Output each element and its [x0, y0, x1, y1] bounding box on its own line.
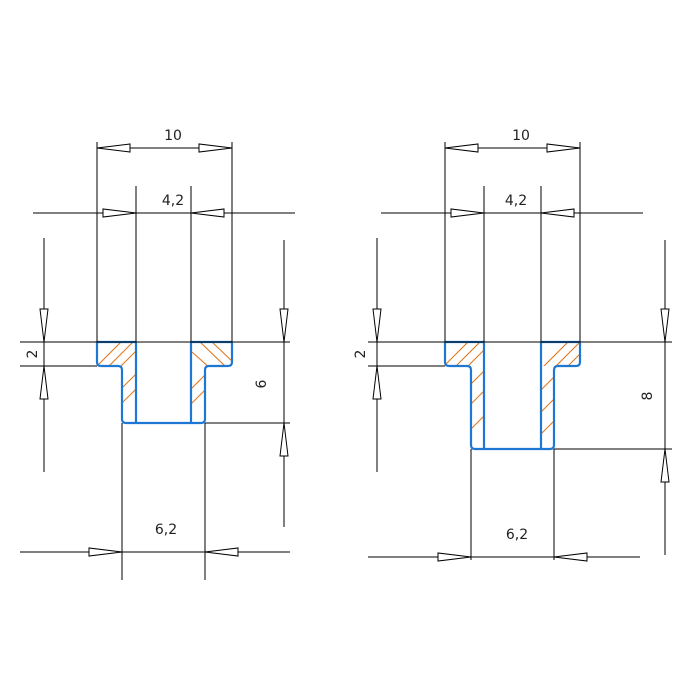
right-hatching — [445, 342, 580, 435]
left-dim-10: 10 — [96, 128, 233, 153]
right-dim-2: 2 — [353, 238, 382, 472]
right-dim-4-2-label: 4,2 — [505, 193, 527, 209]
right-extension-lines — [368, 142, 672, 560]
left-dim-6: 6 — [254, 240, 289, 527]
right-dim-6-2: 6,2 — [368, 527, 640, 562]
left-dim-4-2-label: 4,2 — [162, 193, 184, 209]
left-section-drawing: 10 4,2 2 6 6,2 — [20, 128, 295, 580]
left-hatching — [97, 342, 232, 405]
right-dim-10-label: 10 — [512, 128, 530, 144]
left-dim-10-label: 10 — [164, 128, 182, 144]
right-dim-4-2: 4,2 — [381, 193, 643, 218]
right-part-outline — [443, 342, 582, 451]
right-dim-8-label: 8 — [640, 392, 656, 401]
right-dim-8: 8 — [640, 240, 670, 555]
left-dim-6-2: 6,2 — [20, 522, 290, 557]
left-dim-6-label: 6 — [254, 379, 270, 388]
left-part-outline — [95, 342, 234, 425]
right-section-drawing: 10 4,2 2 8 6,2 — [353, 128, 672, 562]
left-dim-4-2: 4,2 — [33, 193, 295, 218]
left-dim-2: 2 — [25, 238, 49, 472]
right-dim-10: 10 — [444, 128, 581, 153]
right-dim-2-label: 2 — [353, 350, 369, 359]
left-extension-lines — [20, 142, 290, 580]
right-dim-6-2-label: 6,2 — [506, 527, 528, 543]
left-dim-2-label: 2 — [25, 350, 41, 359]
left-dim-6-2-label: 6,2 — [155, 522, 177, 538]
